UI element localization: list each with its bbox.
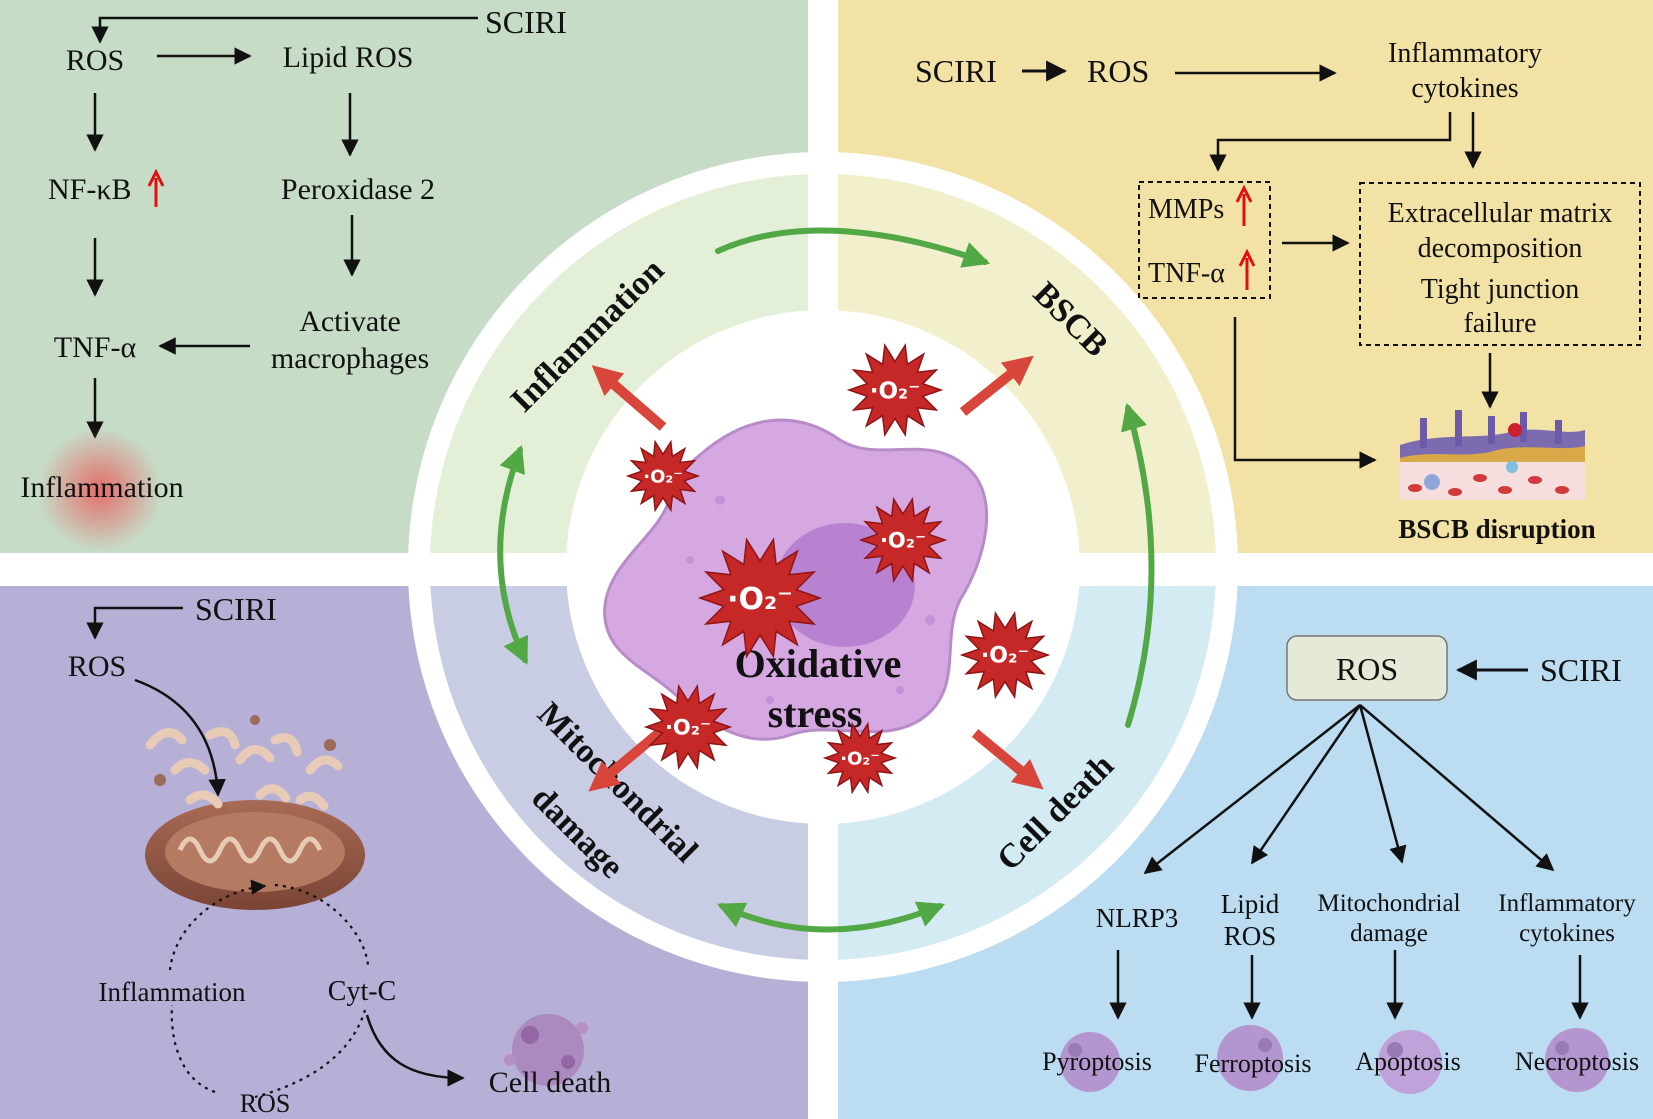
br-ferroptosis: Ferroptosis: [1195, 1049, 1312, 1078]
bl-dead-cell-illustration: [504, 1014, 588, 1086]
bl-ros-bottom: ROS: [240, 1089, 291, 1118]
tr-tj-2: failure: [1463, 308, 1536, 339]
superoxide-burst: [822, 721, 898, 795]
tl-ros: ROS: [66, 44, 124, 77]
superoxide-burst: [643, 683, 733, 771]
tl-activate-1: Activate: [299, 305, 401, 338]
arrow-inflammation-to-bscb: [715, 227, 991, 268]
arrow-inflammation-mito: [497, 444, 529, 665]
burst-arrow-inflammation: [591, 365, 667, 431]
bscb-tissue-illustration: [1400, 410, 1585, 500]
tr-ros: ROS: [1087, 53, 1149, 89]
bl-sciri: SCIRI: [195, 591, 277, 627]
tl-lipid-ros: Lipid ROS: [283, 41, 414, 74]
br-ros-box: [1286, 635, 1448, 701]
burst-arrow-bscb: [959, 355, 1034, 416]
superoxide-burst: [625, 439, 701, 513]
arrow-cell-death-mito: [717, 901, 945, 933]
tl-tnf: TNF-α: [54, 331, 137, 364]
br-lipid-1: Lipid: [1221, 889, 1280, 919]
br-mito-2: damage: [1350, 920, 1428, 947]
tl-peroxidase: Peroxidase 2: [281, 173, 435, 206]
bl-cytc: Cyt-C: [328, 976, 396, 1007]
tl-sciri: SCIRI: [485, 4, 567, 40]
br-necroptosis: Necroptosis: [1515, 1047, 1639, 1076]
bottom-right-content: ROS SCIRI NLRP3 Lipid ROS Mitochondrial …: [1042, 635, 1639, 1094]
top-left-content: SCIRI ROS Lipid ROS NF-κB Peroxidase 2 A…: [20, 4, 567, 552]
center-title-2: stress: [768, 691, 863, 736]
br-apoptosis: Apoptosis: [1355, 1047, 1460, 1076]
superoxide-label: ·O₂⁻: [840, 748, 880, 769]
bl-cycle-dotted: [168, 885, 370, 1099]
tl-activate-2: macrophages: [271, 342, 429, 375]
superoxide-burst: [959, 610, 1051, 700]
br-nlrp3: NLRP3: [1096, 903, 1179, 933]
br-pyroptosis: Pyroptosis: [1042, 1047, 1152, 1076]
mitochondrion-illustration: [145, 715, 365, 910]
tr-ecm-1: Extracellular matrix: [1388, 198, 1613, 229]
superoxide-label: ·O₂⁻: [981, 644, 1029, 669]
superoxide-label: ·O₂⁻: [727, 582, 793, 617]
superoxide-label: ·O₂⁻: [643, 466, 683, 487]
tr-sciri: SCIRI: [915, 53, 997, 89]
br-ros: ROS: [1336, 651, 1398, 687]
br-infl-1: Inflammatory: [1498, 890, 1636, 917]
cycle-arrows: [497, 227, 1155, 933]
bl-cell-death: Cell death: [489, 1066, 611, 1099]
tl-inflammation-glow: [38, 428, 162, 552]
bottom-left-content: SCIRI ROS Inflammation Cyt-C ROS Cell de…: [68, 591, 611, 1118]
br-cell-illustrations: [1060, 1025, 1609, 1094]
superoxide-label: ·O₂⁻: [665, 716, 711, 740]
br-sciri: SCIRI: [1540, 652, 1622, 688]
bl-inflammation: Inflammation: [99, 977, 246, 1007]
burst-arrow-cell-death: [971, 729, 1044, 790]
arrow-cell-death-to-bscb: [1121, 402, 1155, 728]
tr-cytokines-1: Inflammatory: [1388, 38, 1542, 69]
burst-arrows: [588, 355, 1044, 792]
tr-ecm-2: decomposition: [1418, 233, 1583, 264]
tl-nfkb: NF-κB: [48, 173, 131, 206]
tr-tnf-up-arrow: [1238, 248, 1256, 290]
bl-ros-top: ROS: [68, 650, 126, 683]
superoxide-burst: [846, 342, 944, 438]
top-right-content: SCIRI ROS Inflammatory cytokines MMPs TN…: [915, 38, 1641, 544]
br-lipid-2: ROS: [1224, 921, 1277, 951]
center-title-1: Oxidative: [735, 641, 902, 686]
tr-ecm-box: [1359, 182, 1641, 346]
tr-mmps: MMPs: [1148, 194, 1224, 225]
tr-cytokines-2: cytokines: [1411, 73, 1518, 104]
burst-arrow-mitochondrial: [588, 728, 664, 792]
tr-tj-1: Tight junction: [1421, 274, 1579, 305]
tr-mmps-up-arrow: [1235, 184, 1253, 226]
superoxide-bursts: ·O₂⁻ ·O₂⁻ ·O₂⁻ ·O₂⁻ ·O₂⁻ ·O₂⁻ ·O₂⁻: [625, 342, 1051, 795]
tr-bscb-disruption: BSCB disruption: [1398, 514, 1595, 544]
tl-nfkb-up-arrow: [147, 168, 165, 207]
tr-tnf: TNF-α: [1148, 258, 1225, 289]
br-mito-1: Mitochondrial: [1317, 890, 1460, 917]
superoxide-burst: [697, 537, 823, 659]
tr-mmps-box: [1138, 181, 1271, 299]
br-infl-2: cytokines: [1519, 920, 1615, 947]
superoxide-label: ·O₂⁻: [870, 378, 921, 404]
tl-inflammation: Inflammation: [20, 471, 183, 504]
superoxide-label: ·O₂⁻: [880, 529, 926, 553]
superoxide-burst: [858, 496, 948, 584]
